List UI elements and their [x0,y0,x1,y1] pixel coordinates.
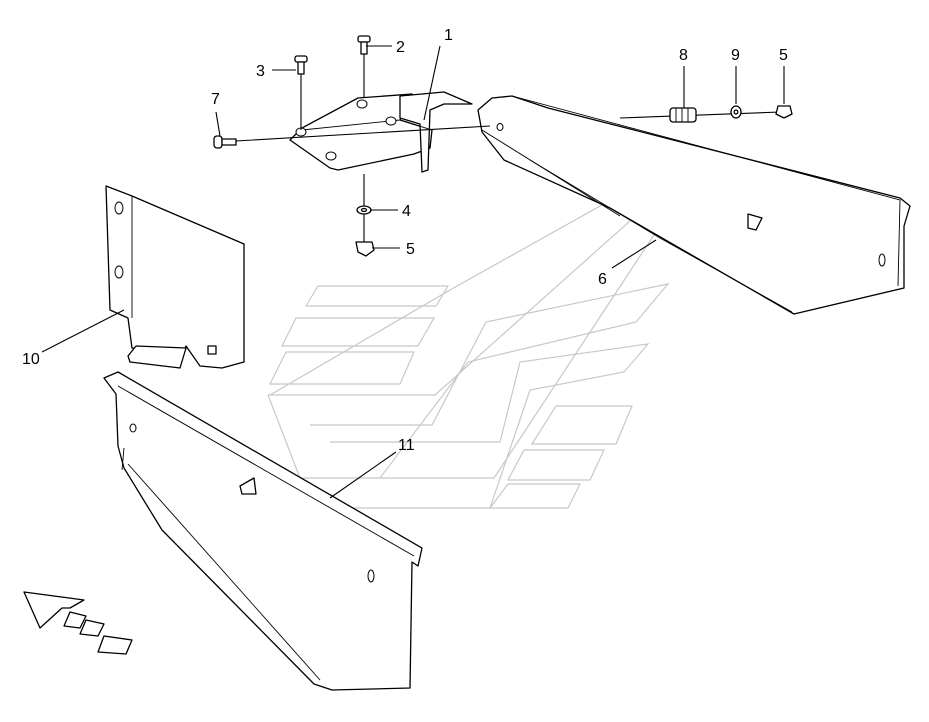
part-11-lower-panel [103,371,423,691]
callout-5-left: 5 [406,241,415,258]
callout-6: 6 [598,271,607,288]
callout-7: 7 [211,91,220,108]
callout-labels: 1 2 3 4 5 5 6 7 8 9 10 11 [22,27,788,454]
callout-4: 4 [402,203,411,220]
part-10-side-plate [105,185,245,369]
chevron-logo-watermark [267,160,701,509]
assembly-axis-lines [235,52,781,248]
washer-9-icon [730,105,742,119]
callout-10: 10 [22,351,40,368]
nut-5-right-icon [775,105,793,119]
hardware-fasteners [213,35,793,257]
callout-8: 8 [679,47,688,64]
callout-11: 11 [398,437,415,454]
arrow-left-down-icon [23,591,133,655]
callout-1: 1 [444,27,453,44]
part-1-mounting-bracket [289,91,473,173]
bolt-7-icon [213,135,237,149]
callout-leaders [41,45,785,499]
nut-5-icon [355,241,375,257]
callout-5-right: 5 [779,47,788,64]
screw-3-icon [294,55,308,75]
washer-4-icon [356,205,372,215]
callout-3: 3 [256,63,265,80]
part-6-support-bar [477,95,911,315]
callout-2: 2 [396,39,405,56]
screw-2-icon [357,35,371,55]
spring-8-icon [669,107,697,123]
callout-9: 9 [731,47,740,64]
